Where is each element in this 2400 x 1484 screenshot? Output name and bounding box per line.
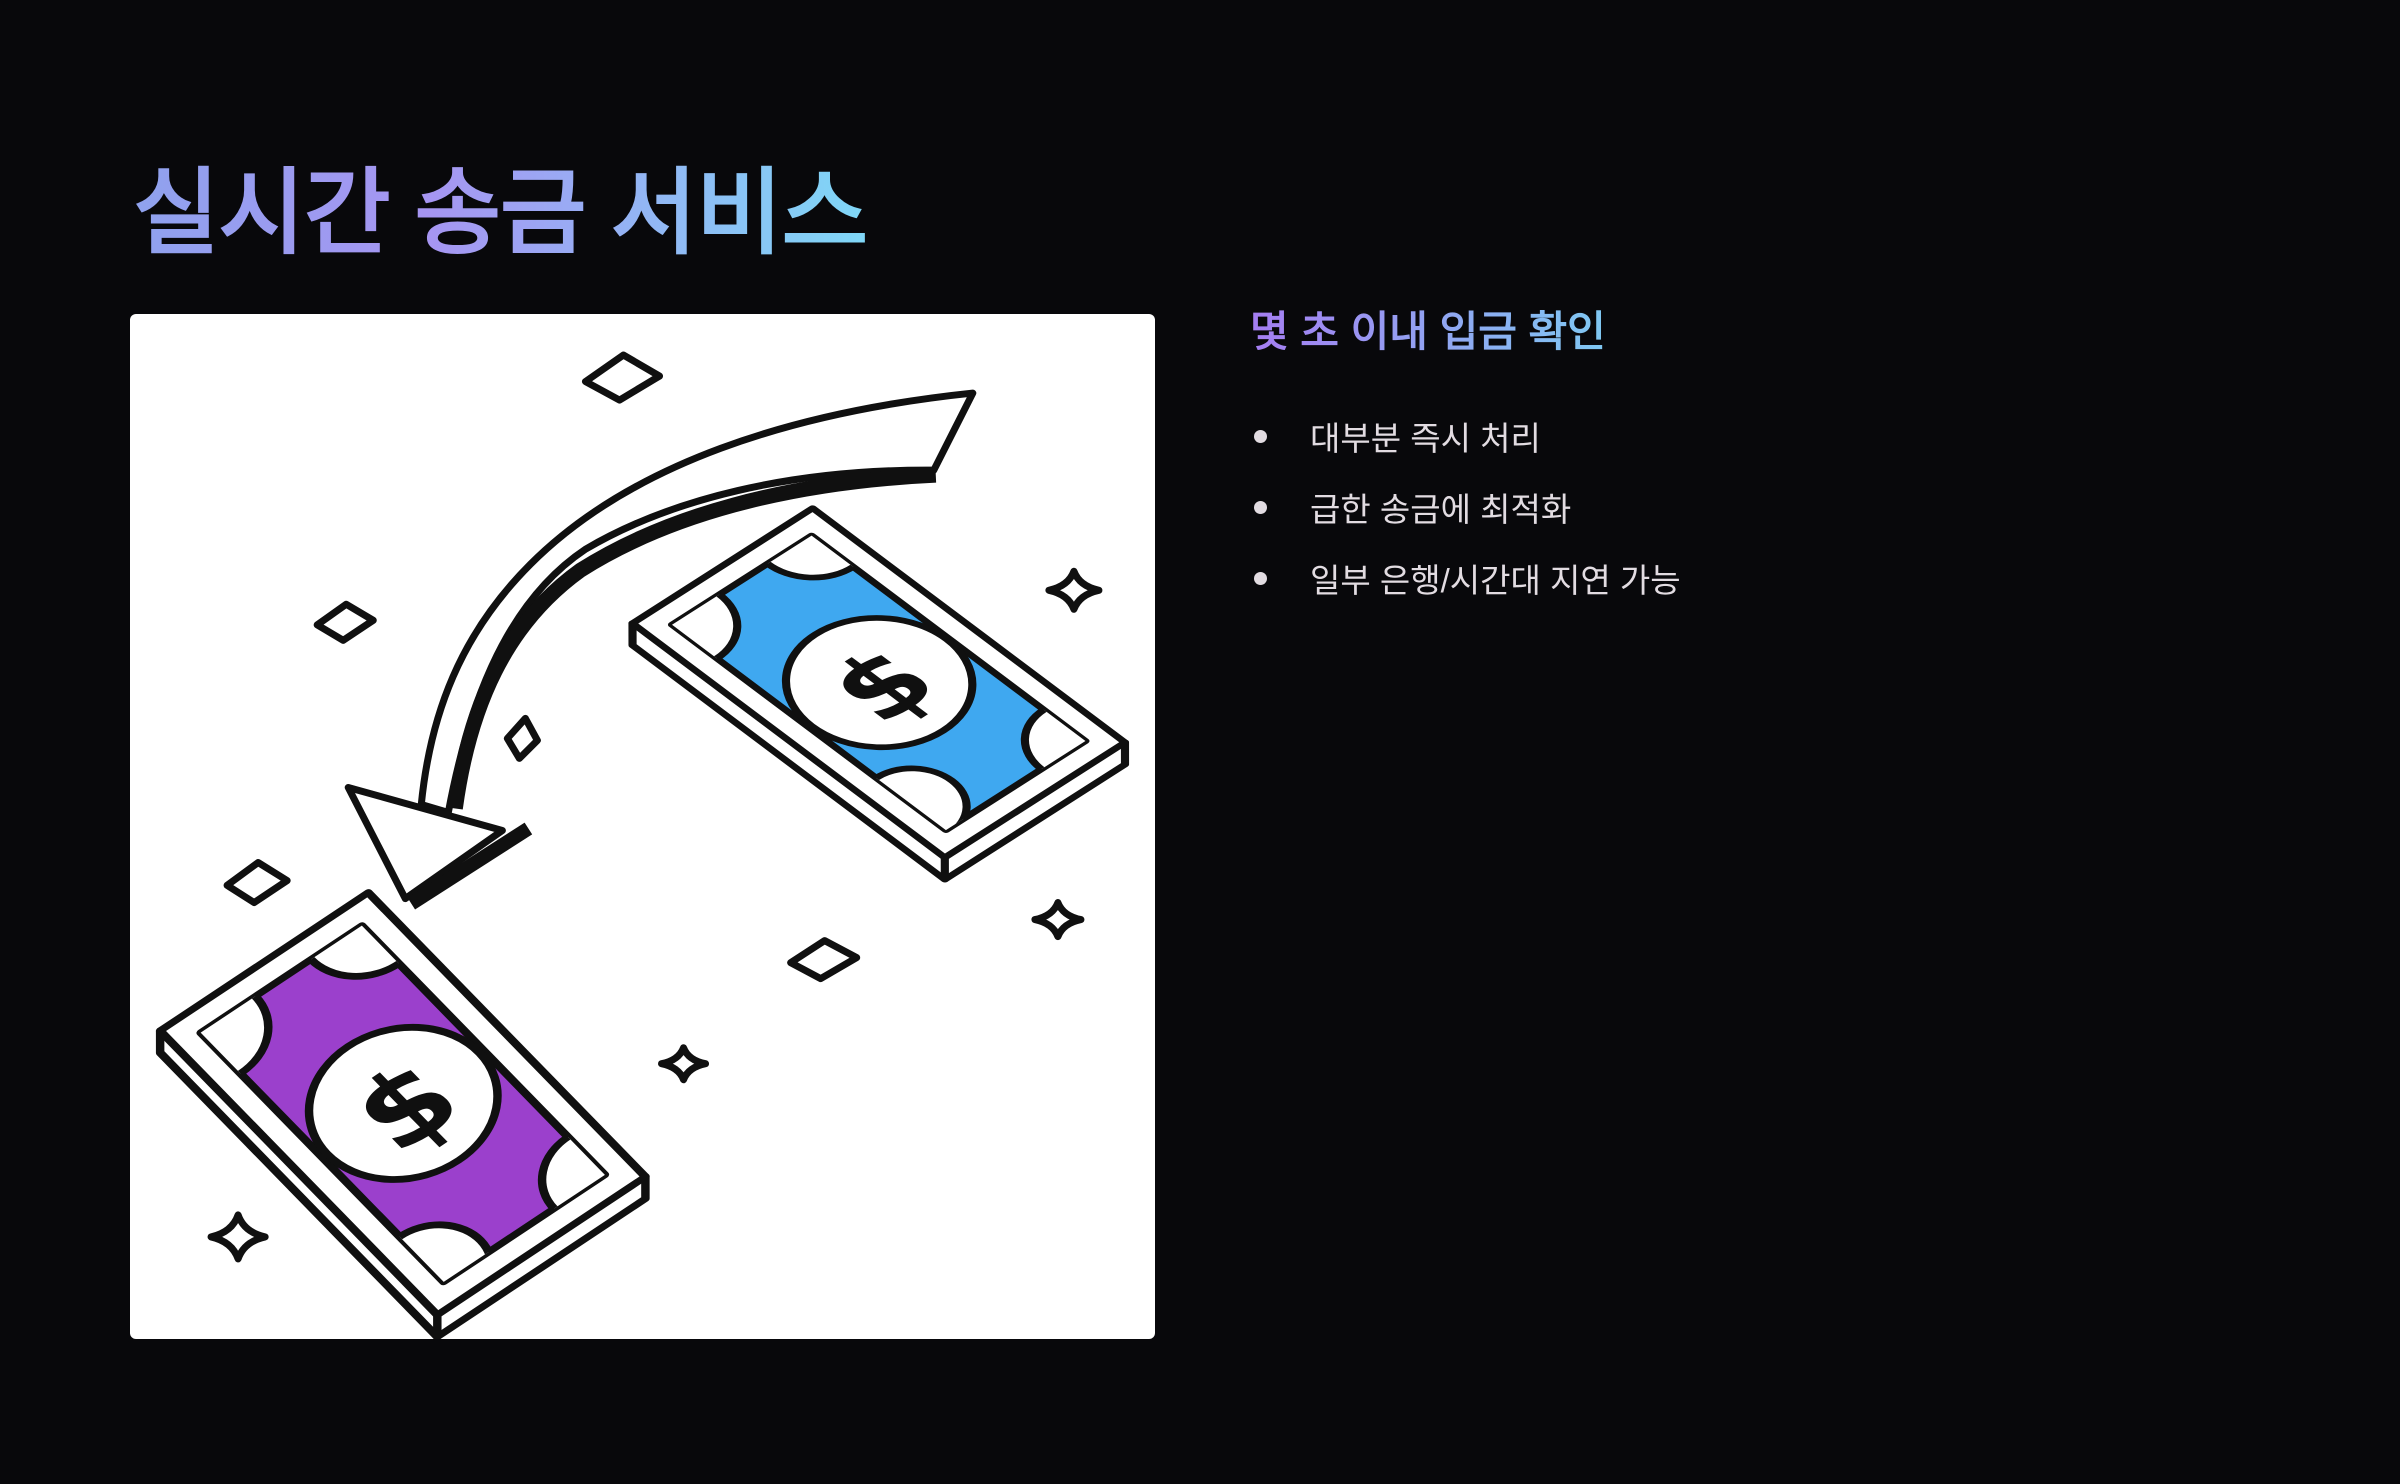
diamond-sparkle-icon <box>503 714 541 762</box>
star-sparkle-icon <box>1031 899 1085 941</box>
star-sparkle-icon <box>1045 567 1103 613</box>
list-item: 일부 은행/시간대 지연 가능 <box>1250 556 2150 600</box>
purple-money-bill: $ <box>155 889 650 1339</box>
list-item: 대부분 즉시 처리 <box>1250 414 2150 458</box>
star-sparkle-icon <box>658 1044 710 1084</box>
bullet-dot-icon <box>1254 571 1267 585</box>
diamond-sparkle-icon <box>313 600 377 644</box>
list-item: 급한 송금에 최적화 <box>1250 485 2150 529</box>
arrow-head <box>344 783 533 910</box>
illustration-panel: $ $ <box>130 314 1155 1339</box>
bullet-text: 급한 송금에 최적화 <box>1310 491 1572 528</box>
diamond-sparkle-icon <box>223 859 291 907</box>
detail-column: 몇 초 이내 입금 확인 대부분 즉시 처리 급한 송금에 최적화 일부 은행/… <box>1250 306 2150 627</box>
section-subtitle: 몇 초 이내 입금 확인 <box>1250 306 1606 358</box>
bullet-list: 대부분 즉시 처리 급한 송금에 최적화 일부 은행/시간대 지연 가능 <box>1250 414 2150 600</box>
money-transfer-illustration: $ $ <box>155 351 1130 1339</box>
bullet-dot-icon <box>1254 429 1267 443</box>
diamond-sparkle-icon <box>581 351 664 404</box>
bullet-text: 일부 은행/시간대 지연 가능 <box>1310 562 1681 599</box>
sparkle-decorations <box>207 351 1103 1263</box>
page-title: 실시간 송금 서비스 <box>133 159 868 265</box>
star-sparkle-icon <box>207 1211 269 1263</box>
bullet-text: 대부분 즉시 처리 <box>1310 420 1541 457</box>
diamond-sparkle-icon <box>787 937 861 983</box>
bullet-dot-icon <box>1254 500 1267 514</box>
blue-money-bill: $ <box>628 505 1130 883</box>
